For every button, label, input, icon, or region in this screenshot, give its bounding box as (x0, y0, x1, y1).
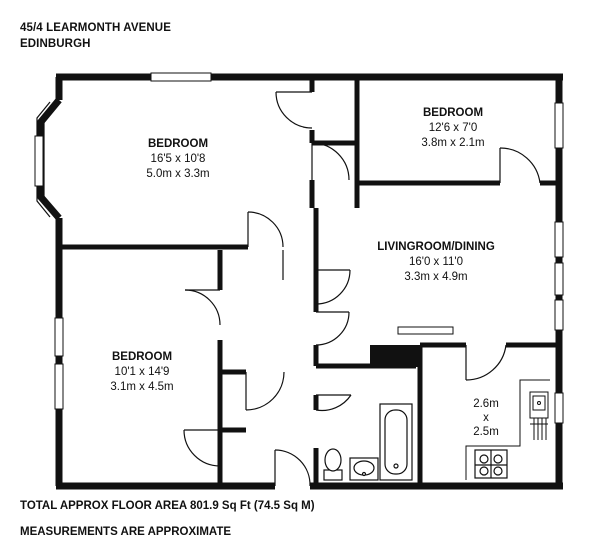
bedroom1-name: BEDROOM (148, 138, 208, 150)
toilet (323, 448, 343, 481)
bedroom3-imperial: 10'1 x 14'9 (115, 366, 170, 378)
total-floor-area: TOTAL APPROX FLOOR AREA 801.9 Sq Ft (74.… (20, 500, 315, 512)
address-line-1: 45/4 LEARMONTH AVENUE (20, 22, 171, 34)
bedroom2-imperial: 12'6 x 7'0 (429, 122, 478, 134)
kitchen-counter (465, 379, 550, 480)
service-riser (370, 345, 420, 367)
bedroom3-metric: 3.1m x 4.5m (110, 381, 173, 393)
kitchen-dim-2: 2.5m (473, 426, 499, 438)
basin (349, 457, 379, 481)
interior-walls (59, 80, 559, 486)
bedroom2-name: BEDROOM (423, 107, 483, 119)
bedroom1-metric: 5.0m x 3.3m (146, 168, 209, 180)
bay-window-left-fill (34, 135, 44, 187)
measurements-note: MEASUREMENTS ARE APPROXIMATE (20, 526, 232, 538)
bedroom1-imperial: 16'5 x 10'8 (151, 153, 206, 165)
doors (183, 91, 541, 487)
kitchen-sink (529, 391, 549, 440)
windows (54, 72, 564, 424)
kitchen-dim-x: x (483, 412, 489, 424)
hob (474, 449, 508, 479)
bath (379, 403, 413, 481)
bedroom3-name: BEDROOM (112, 351, 172, 363)
bedroom2-metric: 3.8m x 2.1m (421, 137, 484, 149)
living-name: LIVINGROOM/DINING (377, 241, 495, 253)
kitchen-dim-1: 2.6m (473, 398, 499, 410)
living-metric: 3.3m x 4.9m (404, 271, 467, 283)
address-line-2: EDINBURGH (20, 38, 91, 50)
living-imperial: 16'0 x 11'0 (409, 256, 463, 268)
